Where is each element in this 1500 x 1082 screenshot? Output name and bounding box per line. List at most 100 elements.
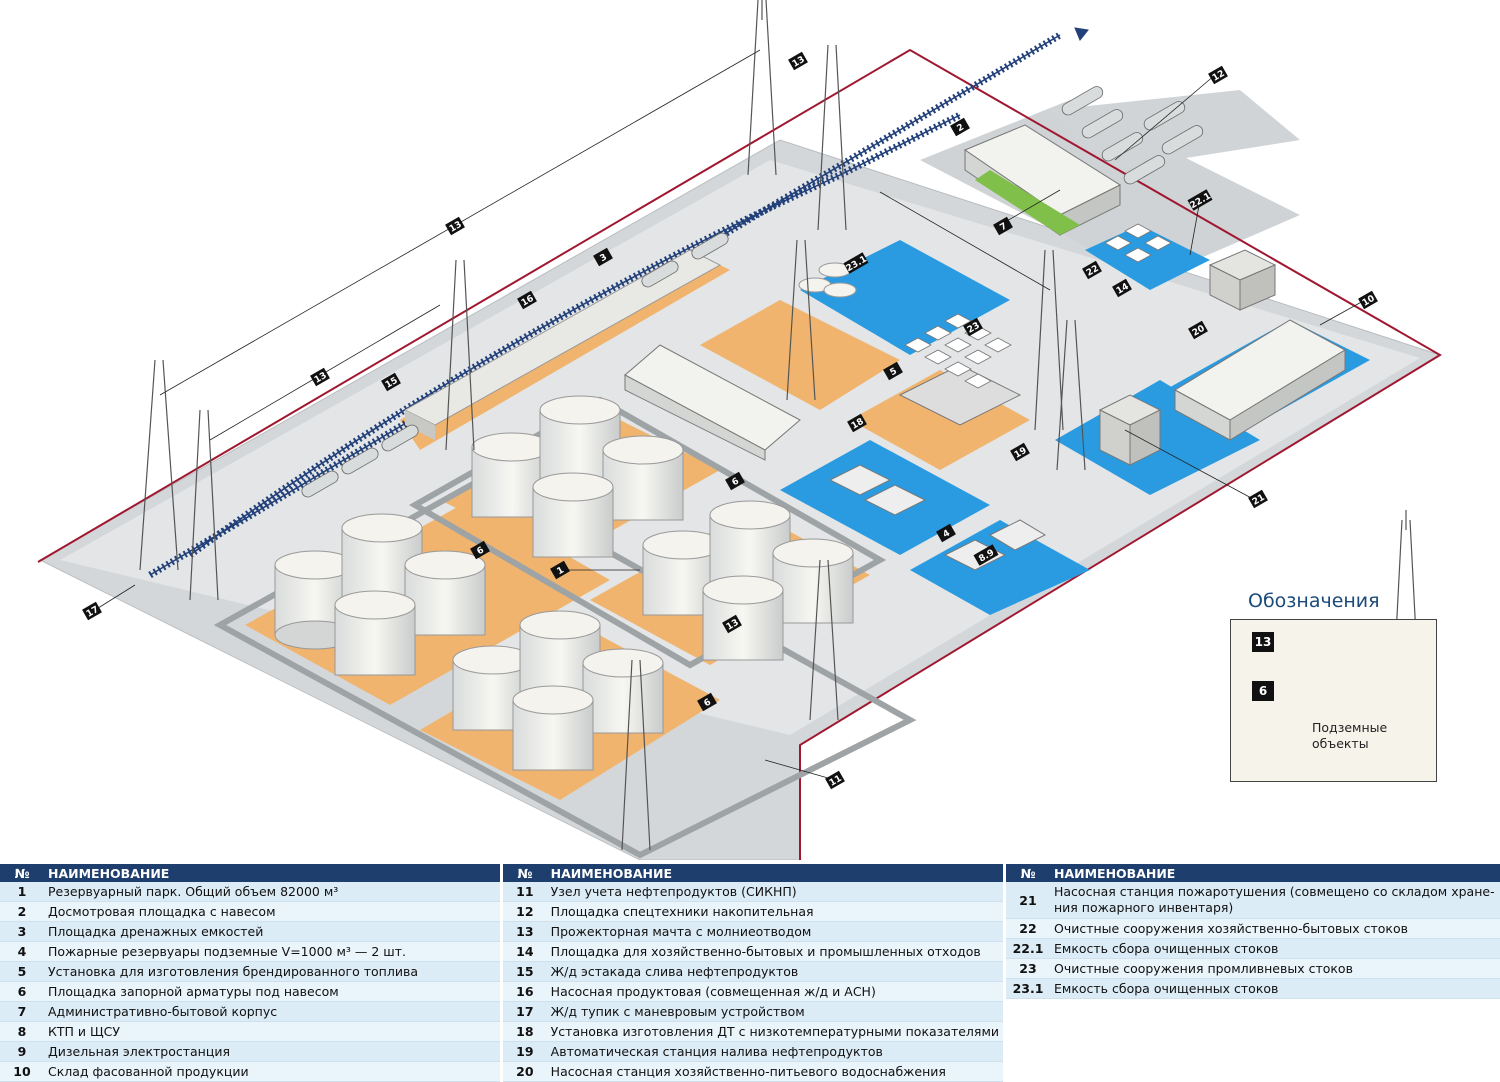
map-tag: 7 <box>993 216 1013 236</box>
tank <box>582 648 664 734</box>
item-name: КТП и ЩСУ <box>44 1021 500 1042</box>
item-number: 11 <box>503 882 547 902</box>
item-name: Емкость сбора очищенных стоков <box>1050 978 1500 999</box>
item-name: Ж/д тупик с маневровым устройством <box>546 1001 1003 1022</box>
mast <box>189 409 219 601</box>
map-tag: 6 <box>725 471 745 491</box>
item-name: Установка изготовления ДТ с низкотемпера… <box>546 1021 1003 1042</box>
map-tag: 4 <box>936 523 956 543</box>
mast <box>445 259 475 451</box>
buildings <box>624 124 1347 571</box>
rail-tank-cars <box>301 232 729 498</box>
item-number: 19 <box>503 1041 547 1062</box>
map-tag: 13 <box>445 216 465 236</box>
item-name: Емкость сбора очищенных стоков <box>1050 938 1500 959</box>
site-plan-illustration: 1234566678.91011121313131314151617181920… <box>37 0 1442 860</box>
mast <box>747 0 777 176</box>
item-number: 4 <box>0 941 44 962</box>
item-name: Площадка дренажных емкостей <box>44 921 500 942</box>
map-tag: 21 <box>1248 489 1268 509</box>
tank <box>772 538 854 624</box>
map-tag: 6 <box>697 692 717 712</box>
item-number: 23.1 <box>1006 978 1050 999</box>
legend-underground-label: Подземные объекты <box>1312 720 1388 751</box>
map-tag: 5 <box>883 361 903 381</box>
item-name: Склад фасованной продукции <box>44 1061 500 1082</box>
tank <box>532 472 614 558</box>
item-name: Административно-бытовой корпус <box>44 1001 500 1022</box>
item-number: 18 <box>503 1021 547 1042</box>
treatment-basins <box>904 223 1172 389</box>
item-name: Узел учета нефтепродуктов (СИКНП) <box>546 882 1003 902</box>
item-number: 22.1 <box>1006 938 1050 959</box>
tank-trucks <box>1061 86 1204 185</box>
map-tag: 11 <box>825 770 845 790</box>
col-name-header: НАИМЕНОВАНИЕ <box>546 864 1003 882</box>
item-name: Очистные сооружения хозяйственно-бытовых… <box>1050 918 1500 939</box>
item-number: 6 <box>0 981 44 1002</box>
col-num-header: № <box>1006 864 1050 882</box>
item-number: 7 <box>0 1001 44 1022</box>
item-name: Площадка для хозяйственно-бытовых и пром… <box>546 941 1003 962</box>
map-tag-label: 1 <box>556 565 566 577</box>
tank <box>404 550 486 636</box>
item-name: Установка для изготовления брендированно… <box>44 961 500 982</box>
item-number: 3 <box>0 921 44 942</box>
item-name: Насосная станция хозяйственно-питьевого … <box>546 1061 1003 1082</box>
item-name: Прожекторная мачта с молниеотводом <box>546 921 1003 942</box>
item-name: Резервуарный парк. Общий объем 82000 м³ <box>44 882 500 902</box>
legend-mast-number: 13 <box>1252 632 1274 652</box>
item-number: 9 <box>0 1041 44 1062</box>
item-name: Насосная продуктовая (совмещенная ж/д и … <box>546 981 1003 1002</box>
item-number: 22 <box>1006 918 1050 939</box>
item-number: 20 <box>503 1061 547 1082</box>
map-tag: 12 <box>1208 65 1228 85</box>
item-number: 10 <box>0 1061 44 1082</box>
map-tag-label: 6 <box>476 545 486 557</box>
col-num-header: № <box>503 864 547 882</box>
col-name-header: НАИМЕНОВАНИЕ <box>1050 864 1500 882</box>
item-number: 16 <box>503 981 547 1002</box>
item-number: 21 <box>1006 882 1050 919</box>
legend-item-valve: 6 <box>1252 681 1274 701</box>
tank <box>702 575 784 661</box>
item-number: 12 <box>503 901 547 922</box>
map-tag: 3 <box>593 247 613 267</box>
fence-outline <box>37 48 1442 860</box>
tank <box>602 435 684 521</box>
item-name: Площадка спецтехники накопительная <box>546 901 1003 922</box>
tank <box>334 590 416 676</box>
storage-tanks <box>274 262 857 771</box>
map-tag: 6 <box>470 540 490 560</box>
legend-item-mast: 13 <box>1252 632 1274 652</box>
lightning-masts <box>139 0 1086 851</box>
rail-overpass <box>403 249 722 440</box>
item-number: 23 <box>1006 958 1050 979</box>
item-number: 17 <box>503 1001 547 1022</box>
item-number: 8 <box>0 1021 44 1042</box>
map-tag: 13 <box>788 51 808 71</box>
item-number: 2 <box>0 901 44 922</box>
map-tag: 1 <box>550 560 570 580</box>
map-tag-label: 3 <box>599 252 609 264</box>
item-number: 5 <box>0 961 44 982</box>
